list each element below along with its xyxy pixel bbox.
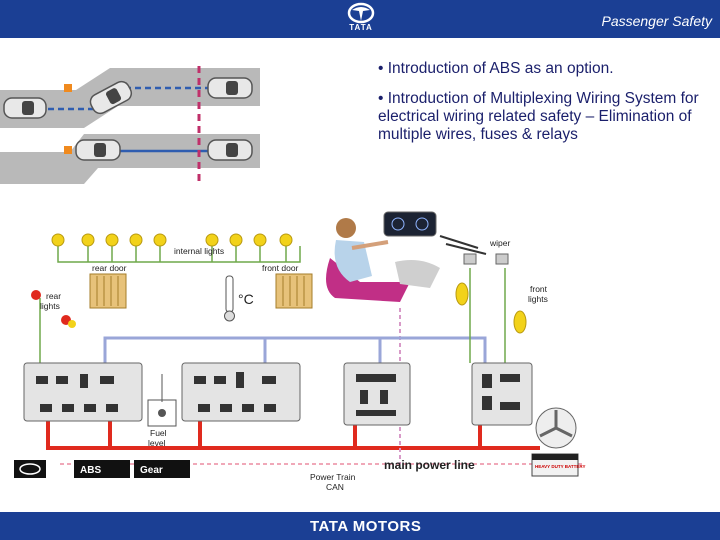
- radiator-fan-icon: [535, 407, 577, 449]
- marker-icon: [64, 146, 72, 154]
- rear-door-label: rear door: [92, 263, 127, 273]
- main-power-line-label: main power line: [384, 458, 475, 472]
- instrument-cluster-icon: [383, 211, 437, 237]
- wheel-sensor-icon: [14, 460, 46, 478]
- header-bar: TATA Passenger Safety: [0, 0, 720, 38]
- control-module: [181, 362, 301, 422]
- battery-icon: HEAVY DUTY BATTERY: [531, 453, 586, 477]
- car-icon: [207, 139, 253, 161]
- logo-text: TATA: [349, 23, 373, 32]
- light-bulb-icon: [205, 233, 219, 247]
- rear-light-icon: [68, 320, 76, 328]
- bullet-multiplexing: • Introduction of Multiplexing Wiring Sy…: [378, 90, 699, 143]
- fuel-level-sensor: [147, 374, 177, 427]
- control-module: [23, 362, 143, 422]
- rear-door-actuator: [89, 273, 127, 309]
- car-icon: [75, 139, 121, 161]
- gear-label: Gear: [140, 465, 163, 476]
- front-light-icon: [513, 310, 527, 334]
- footer-brand: TATA MOTORS: [310, 518, 422, 535]
- tata-logo: TATA: [336, 2, 386, 36]
- abs-label: ABS: [80, 465, 101, 476]
- light-bulb-icon: [229, 233, 243, 247]
- car-icon: [89, 80, 133, 115]
- bus-line: [103, 336, 487, 363]
- front-light-icon: [455, 282, 469, 306]
- internal-lights-label: internal lights: [174, 246, 224, 256]
- light-bulb-icon: [81, 233, 95, 247]
- control-module: [343, 362, 411, 426]
- battery-label: HEAVY DUTY BATTERY: [535, 464, 586, 469]
- footer-bar: TATA MOTORS: [0, 512, 720, 540]
- light-bulb-icon: [153, 233, 167, 247]
- wiper-icon: [439, 235, 509, 265]
- bullet-abs: • Introduction of ABS as an option.: [378, 60, 614, 77]
- car-icon: [3, 97, 47, 119]
- front-door-actuator: [275, 273, 313, 309]
- front-door-label: front door: [262, 263, 299, 273]
- light-bulb-icon: [51, 233, 65, 247]
- bullet-list: • Introduction of ABS as an option. • In…: [378, 60, 708, 156]
- wiper-label: wiper: [489, 238, 510, 248]
- light-bulb-icon: [253, 233, 267, 247]
- abs-module: [74, 460, 130, 478]
- multiplex-wiring-diagram: internal lights rear door front door rea…: [14, 211, 586, 492]
- lane-change-illustration: [0, 66, 260, 186]
- page-title: Passenger Safety: [601, 13, 712, 29]
- car-icon: [207, 77, 253, 99]
- marker-icon: [64, 84, 72, 92]
- driver-figure: [326, 218, 440, 302]
- temperature-label: °C: [238, 291, 254, 307]
- thermometer-icon: [224, 275, 235, 322]
- light-bulb-icon: [105, 233, 119, 247]
- light-bulb-icon: [129, 233, 143, 247]
- control-module: [471, 362, 533, 426]
- rear-light-icon: [31, 290, 41, 300]
- tata-emblem-icon: [347, 2, 375, 24]
- light-bulb-icon: [279, 233, 293, 247]
- gear-module: [134, 460, 190, 478]
